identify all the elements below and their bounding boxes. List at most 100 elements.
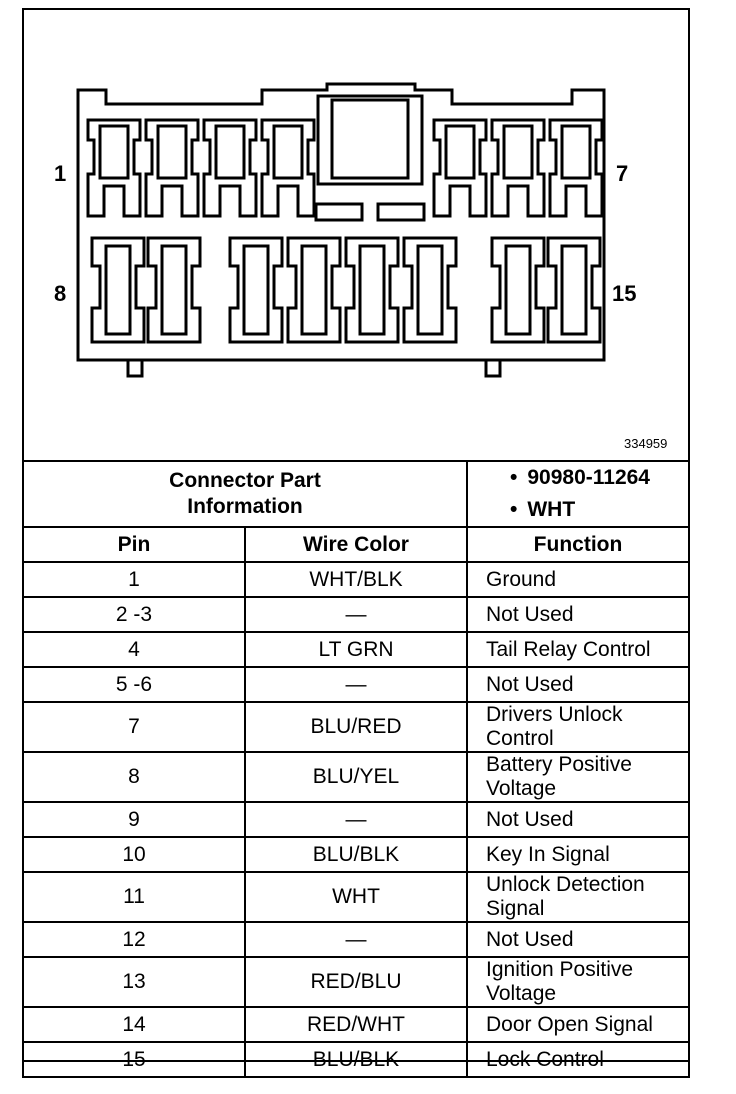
bottom-cavity-1 bbox=[90, 236, 146, 344]
top-cavity-inner-3 bbox=[214, 124, 246, 180]
header-pin: Pin bbox=[22, 526, 246, 563]
pin-cell: 11 bbox=[22, 871, 246, 923]
top-cavity-inner-7 bbox=[560, 124, 592, 180]
wire-color-cell: — bbox=[244, 921, 468, 958]
function-cell: Ignition Positive Voltage bbox=[466, 956, 690, 1008]
wire-color-cell: BLU/BLK bbox=[244, 1041, 468, 1078]
top-cavity-4 bbox=[260, 118, 316, 218]
header-wire-color: Wire Color bbox=[244, 526, 468, 563]
bottom-cavity-inner-1 bbox=[104, 244, 132, 336]
function-cell: Ground bbox=[466, 561, 690, 598]
top-cavity-inner-5 bbox=[444, 124, 476, 180]
top-cavity-7 bbox=[548, 118, 604, 218]
pin-label-15: 15 bbox=[612, 281, 637, 306]
bottom-cavity-inner-8 bbox=[560, 244, 588, 336]
function-cell: Door Open Signal bbox=[466, 1006, 690, 1043]
function-cell: Key In Signal bbox=[466, 836, 690, 873]
bottom-cavity-2 bbox=[146, 236, 202, 344]
connector-drawing bbox=[76, 82, 606, 378]
mounting-tab-left bbox=[126, 360, 144, 378]
bottom-cavity-8 bbox=[546, 236, 602, 344]
connector-info-list: 90980-11264 WHT bbox=[466, 460, 690, 528]
connector-part-number: 90980-11264 bbox=[510, 462, 688, 494]
table-row: 12—Not Used bbox=[22, 921, 690, 958]
top-cavity-3 bbox=[202, 118, 258, 218]
bottom-cavity-inner-2 bbox=[160, 244, 188, 336]
pin-cell: 2 -3 bbox=[22, 596, 246, 633]
function-cell: Unlock Detection Signal bbox=[466, 871, 690, 923]
pin-cell: 14 bbox=[22, 1006, 246, 1043]
wire-color-cell: BLU/RED bbox=[244, 701, 468, 753]
connector-diagram: 1 7 8 15 334959 bbox=[22, 8, 690, 460]
table-row: 5 -6—Not Used bbox=[22, 666, 690, 703]
table-row: 2 -3—Not Used bbox=[22, 596, 690, 633]
figure-id: 334959 bbox=[624, 436, 668, 451]
wire-color-cell: WHT/BLK bbox=[244, 561, 468, 598]
function-cell: Not Used bbox=[466, 666, 690, 703]
bottom-cavity-inner-4 bbox=[300, 244, 328, 336]
pin-label-8: 8 bbox=[54, 281, 67, 306]
top-cavity-1 bbox=[86, 118, 142, 218]
bottom-cavity-inner-3 bbox=[242, 244, 270, 336]
connector-info-title: Connector Part Information bbox=[22, 460, 468, 528]
wire-color-cell: — bbox=[244, 596, 468, 633]
pin-label-1: 1 bbox=[54, 161, 67, 186]
pin-cell: 4 bbox=[22, 631, 246, 668]
bottom-cavity-inner-6 bbox=[416, 244, 444, 336]
wire-color-cell: BLU/YEL bbox=[244, 751, 468, 803]
wire-color-cell: WHT bbox=[244, 871, 468, 923]
bottom-cavity-7 bbox=[490, 236, 546, 344]
pin-cell: 9 bbox=[22, 801, 246, 838]
function-cell: Drivers Unlock Control bbox=[466, 701, 690, 753]
center-slot-right bbox=[376, 202, 426, 222]
top-cavity-inner-6 bbox=[502, 124, 534, 180]
pin-cell: 1 bbox=[22, 561, 246, 598]
pin-cell: 7 bbox=[22, 701, 246, 753]
function-cell: Not Used bbox=[466, 801, 690, 838]
pin-cell: 12 bbox=[22, 921, 246, 958]
connector-table: Connector Part Information 90980-11264 W… bbox=[22, 460, 690, 1078]
connector-housing bbox=[76, 82, 606, 362]
top-cavity-6 bbox=[490, 118, 546, 218]
connector-info-row: Connector Part Information 90980-11264 W… bbox=[22, 460, 690, 528]
top-cavity-inner-2 bbox=[156, 124, 188, 180]
pin-cell: 13 bbox=[22, 956, 246, 1008]
table-header-row: Pin Wire Color Function bbox=[22, 526, 690, 563]
mounting-tab-right bbox=[484, 360, 502, 378]
wire-color-cell: RED/BLU bbox=[244, 956, 468, 1008]
center-cavity bbox=[316, 94, 424, 186]
bottom-cavity-inner-7 bbox=[504, 244, 532, 336]
bottom-cavity-4 bbox=[286, 236, 342, 344]
bottom-cavity-6 bbox=[402, 236, 458, 344]
pin-label-7: 7 bbox=[616, 161, 629, 186]
center-slot-left bbox=[314, 202, 364, 222]
function-cell: Tail Relay Control bbox=[466, 631, 690, 668]
pin-cell: 10 bbox=[22, 836, 246, 873]
wire-color-cell: LT GRN bbox=[244, 631, 468, 668]
header-function: Function bbox=[466, 526, 690, 563]
pin-cell: 15 bbox=[22, 1041, 246, 1078]
pin-cell: 8 bbox=[22, 751, 246, 803]
function-cell: Not Used bbox=[466, 921, 690, 958]
function-cell: Battery Positive Voltage bbox=[466, 751, 690, 803]
function-cell: Not Used bbox=[466, 596, 690, 633]
connector-color: WHT bbox=[510, 494, 688, 526]
top-cavity-inner-4 bbox=[272, 124, 304, 180]
table-row: 9—Not Used bbox=[22, 801, 690, 838]
wire-color-cell: — bbox=[244, 801, 468, 838]
pin-cell: 5 -6 bbox=[22, 666, 246, 703]
bottom-cavity-3 bbox=[228, 236, 284, 344]
top-cavity-2 bbox=[144, 118, 200, 218]
function-cell: Lock Control bbox=[466, 1041, 690, 1078]
wire-color-cell: BLU/BLK bbox=[244, 836, 468, 873]
bottom-cavity-5 bbox=[344, 236, 400, 344]
